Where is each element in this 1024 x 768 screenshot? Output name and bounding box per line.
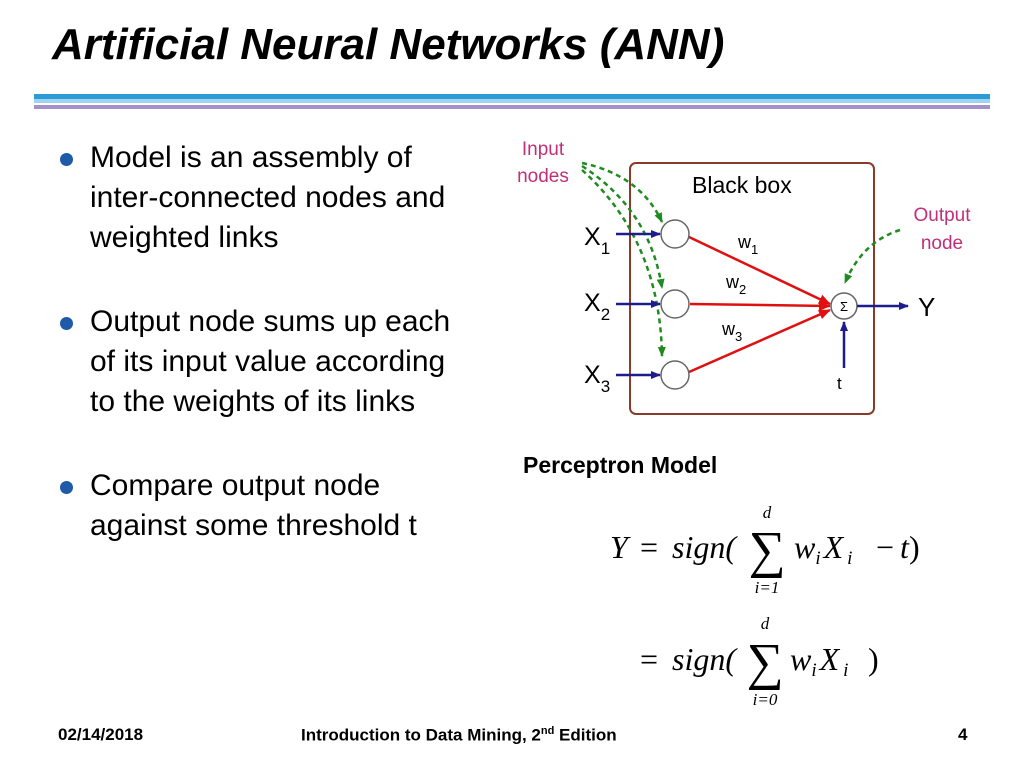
bullet-item: Model is an assembly of inter-connected … bbox=[58, 138, 478, 258]
formula-line2-close: ) bbox=[868, 641, 879, 677]
formula-line1-sum-lower: i=1 bbox=[755, 578, 780, 597]
input-node-2 bbox=[660, 289, 690, 319]
weighted-link-1 bbox=[688, 235, 831, 306]
input-annotation-arrow bbox=[581, 161, 664, 223]
perceptron-diagram: Black box Input nodes Output node X1 X2 … bbox=[517, 139, 971, 415]
input-nodes-label: Input bbox=[522, 139, 565, 160]
input-label-x2: X2 bbox=[584, 289, 610, 324]
footer-date: 02/14/2018 bbox=[58, 725, 144, 744]
input-node-1 bbox=[660, 219, 690, 249]
weighted-link-2 bbox=[689, 300, 831, 311]
footer-book-title: Introduction to Data Mining, 2nd Edition bbox=[301, 725, 617, 746]
title-rule-bottom bbox=[34, 105, 990, 109]
formula-line1-sigma: ∑ bbox=[748, 522, 785, 579]
formula-line1-eq: = bbox=[640, 529, 658, 565]
diagram-caption: Perceptron Model bbox=[523, 452, 718, 478]
sum-symbol: Σ bbox=[840, 299, 848, 314]
input-annotation-arrow bbox=[581, 169, 666, 357]
weight-label-w2: w2 bbox=[725, 272, 746, 297]
footer-book-prefix: Introduction to Data Mining, 2 bbox=[301, 725, 541, 745]
formula-line2-eq: = bbox=[640, 641, 658, 677]
title-rule-top bbox=[34, 94, 990, 99]
input-label-x1: X1 bbox=[584, 223, 610, 258]
black-box-label: Black box bbox=[692, 172, 792, 198]
input-label-x3: X3 bbox=[584, 361, 610, 396]
weight-label-w3: w3 bbox=[721, 319, 742, 344]
weighted-link-3 bbox=[688, 308, 831, 374]
bullet-text: Model is an assembly of inter-connected … bbox=[90, 141, 446, 254]
bullet-item: Output node sums up each of its input va… bbox=[58, 302, 478, 422]
footer-book-sup: nd bbox=[540, 725, 555, 737]
bullet-list: Model is an assembly of inter-connected … bbox=[58, 138, 478, 590]
formula-line2-sigma: ∑ bbox=[746, 634, 783, 691]
bullet-dot-icon bbox=[60, 481, 73, 494]
bullet-dot-icon bbox=[60, 153, 73, 166]
bullet-item: Compare output node against some thresho… bbox=[58, 466, 478, 546]
threshold-label: t bbox=[837, 374, 842, 393]
bullet-text: Output node sums up each of its input va… bbox=[90, 305, 451, 418]
output-node-label: Output bbox=[913, 205, 971, 226]
input-annotation-arrow bbox=[581, 164, 665, 289]
formula-line2-sign: sign( bbox=[672, 641, 738, 677]
slide-title: Artificial Neural Networks (ANN) bbox=[52, 20, 725, 69]
formula-line2-sum-upper: d bbox=[761, 614, 770, 633]
weight-label-w1: w1 bbox=[737, 232, 758, 257]
bullet-dot-icon bbox=[60, 317, 73, 330]
formula-line2-sum-lower: i=0 bbox=[753, 690, 778, 709]
formula-line1-minus-t: −t) bbox=[876, 529, 920, 565]
input-nodes-label-line2: nodes bbox=[517, 166, 569, 187]
input-node-3 bbox=[660, 360, 690, 390]
bullet-text: Compare output node against some thresho… bbox=[90, 469, 417, 542]
footer-page-number: 4 bbox=[958, 725, 968, 744]
formula-line1-lhs: Y bbox=[610, 529, 631, 565]
formula-line1-sum-upper: d bbox=[763, 503, 772, 522]
formula-line1-sign: sign( bbox=[672, 529, 738, 565]
output-node-label-line2: node bbox=[921, 233, 963, 254]
footer-book-suffix: Edition bbox=[554, 725, 617, 745]
title-rule-middle bbox=[34, 99, 990, 103]
black-box-frame bbox=[629, 162, 875, 415]
output-label-y: Y bbox=[918, 292, 935, 322]
output-annotation-arrow bbox=[843, 228, 901, 284]
